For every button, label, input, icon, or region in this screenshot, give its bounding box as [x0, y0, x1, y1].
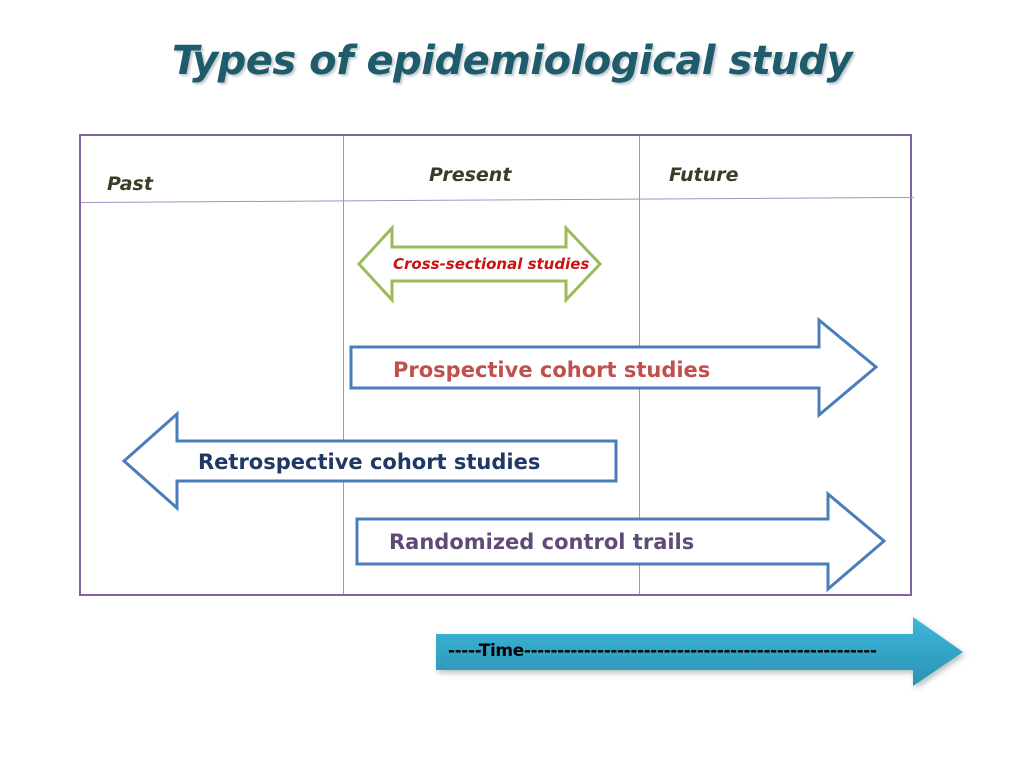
column-header-present: Present: [429, 164, 512, 186]
header-divider-line: [80, 196, 914, 203]
cross-sectional-arrow-label: Cross-sectional studies: [393, 255, 590, 273]
time-axis-label: -----Time-------------------------------…: [448, 641, 877, 661]
column-divider-past-present: [343, 136, 344, 594]
page-title: Types of epidemiological study: [171, 38, 853, 84]
retrospective-cohort-arrow-label: Retrospective cohort studies: [198, 450, 541, 474]
randomized-control-trails-arrow-label: Randomized control trails: [389, 530, 695, 554]
prospective-cohort-arrow-label: Prospective cohort studies: [393, 358, 711, 382]
column-header-past: Past: [107, 173, 153, 195]
column-header-future: Future: [669, 164, 739, 186]
